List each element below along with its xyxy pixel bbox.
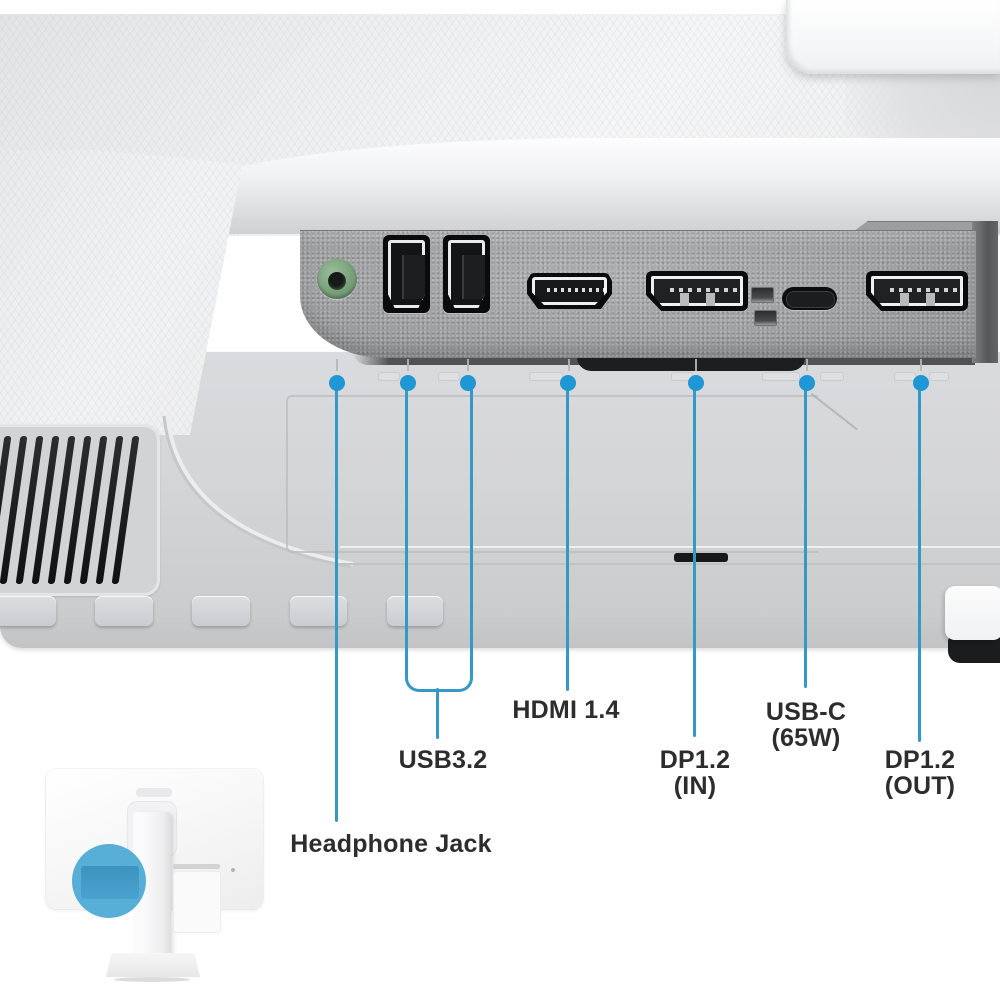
inset-brand-logo — [136, 788, 172, 797]
usb-a-receptacle — [388, 240, 425, 308]
hdmi-receptacle — [532, 277, 607, 305]
inset-ports-highlight-circle — [72, 844, 146, 918]
hdmi-port — [527, 273, 612, 309]
hdmi-pins — [547, 288, 607, 292]
usb-a-port-1 — [383, 235, 430, 313]
callout-dot-usb-1 — [400, 375, 416, 391]
speaker-vent-grille — [0, 424, 160, 596]
inset-ports-recess — [81, 866, 139, 899]
inset-stand-base-shadow — [114, 977, 190, 982]
leader-line-headphone — [335, 386, 338, 822]
label-hdmi: HDMI 1.4 — [512, 696, 620, 724]
usb-a-receptacle — [448, 240, 485, 308]
callout-dot-usb-2 — [460, 375, 476, 391]
osd-joystick — [945, 586, 1000, 640]
callout-dot-headphone — [329, 375, 345, 391]
displayport-tab — [926, 293, 935, 306]
displayport-in-port — [646, 271, 748, 311]
osd-button — [95, 596, 153, 626]
label-headphone: Headphone Jack — [290, 830, 492, 858]
label-dp-out-line2: (OUT) — [884, 772, 956, 800]
leader-line-dp-out — [918, 386, 921, 742]
usb-a-tongue — [462, 255, 485, 299]
embossed-usbc-marking — [820, 372, 844, 381]
displayport-receptacle — [871, 276, 963, 306]
port-alignment-tick — [407, 359, 409, 371]
headphone-jack-hole — [328, 272, 346, 290]
bottom-bezel-curved-band — [178, 138, 1000, 234]
usb-a-port-2 — [443, 235, 490, 313]
embossed-usb-marking — [438, 372, 460, 381]
label-dp-in-line1: DP1.2 — [659, 746, 731, 774]
osd-joystick-base — [948, 637, 1000, 663]
label-usb-c: USB-C (65W) — [766, 699, 846, 751]
callout-dot-hdmi — [560, 375, 576, 391]
port-panel-right-edge-shadow — [972, 221, 998, 363]
port-alignment-tick — [920, 359, 922, 371]
osd-button — [290, 596, 347, 626]
callout-dot-dp-in — [688, 375, 704, 391]
displayport-out-port — [866, 271, 968, 311]
label-dp-out-line1: DP1.2 — [884, 746, 956, 774]
inset-vent-line — [173, 864, 220, 869]
displayport-pins — [670, 288, 743, 292]
label-usb-c-line1: USB-C — [765, 698, 847, 726]
port-alignment-tick — [695, 359, 697, 371]
chin-seam-line — [340, 563, 1000, 565]
osd-button — [387, 596, 443, 626]
chin-seam-highlight — [340, 546, 1000, 548]
inset-power-dot — [231, 868, 235, 872]
displayport-tab — [706, 293, 715, 306]
displayport-tab — [680, 293, 689, 306]
usb-a-tongue — [402, 255, 425, 299]
embossed-dp-marking — [929, 372, 949, 381]
port-alignment-tick — [806, 359, 808, 371]
label-usb: USB3.2 — [398, 746, 488, 774]
screw-hole — [754, 310, 777, 326]
leader-line-hdmi — [566, 386, 569, 691]
callout-dot-dp-out — [913, 375, 929, 391]
leader-line-dp-in — [693, 386, 696, 737]
port-alignment-tick — [568, 359, 570, 371]
inset-stand-base — [106, 953, 200, 977]
usb-c-port — [782, 287, 837, 310]
embossed-hdmi-marking — [529, 372, 563, 381]
osd-button — [0, 596, 56, 626]
inset-rear-panel — [173, 871, 221, 933]
leader-stem-usb — [436, 688, 439, 739]
osd-button — [192, 596, 250, 626]
embossed-usb-marking — [378, 372, 400, 381]
leader-line-usb-c — [804, 386, 807, 688]
screw-hole — [751, 287, 774, 303]
port-alignment-tick — [467, 359, 469, 371]
label-usb-c-line2: (65W) — [771, 724, 841, 752]
leader-bracket-usb — [405, 386, 473, 692]
label-dp-in-line2: (IN) — [673, 772, 717, 800]
displayport-pins — [890, 288, 963, 292]
embossed-usbc-marking — [762, 372, 800, 381]
callout-dot-usb-c — [799, 375, 815, 391]
security-slot — [674, 553, 728, 562]
cable-recess-outline — [286, 395, 818, 553]
label-dp-out: DP1.2 (OUT) — [885, 747, 955, 799]
chin-recess-curve — [162, 413, 354, 569]
label-dp-in: DP1.2 (IN) — [660, 747, 730, 799]
usb-c-receptacle — [786, 291, 835, 308]
vent-slats — [0, 436, 154, 584]
displayport-tab — [900, 293, 909, 306]
displayport-receptacle — [651, 276, 743, 306]
port-alignment-tick — [336, 359, 338, 371]
monitor-stand-arm — [786, 0, 1000, 74]
